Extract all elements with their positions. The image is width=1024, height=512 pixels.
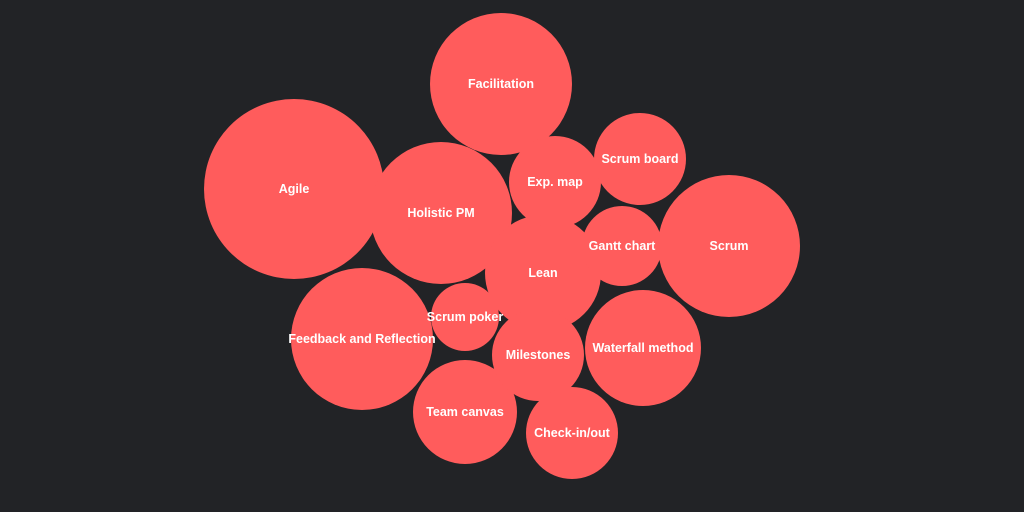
bubble-waterfall-method[interactable]: [585, 290, 701, 406]
bubble-lean[interactable]: [485, 215, 601, 331]
bubble-label-facilitation: Facilitation: [468, 77, 534, 91]
bubble-scrum-poker[interactable]: [431, 283, 499, 351]
bubble-label-feedback-reflection: Feedback and Reflection: [288, 332, 435, 346]
bubble-agile[interactable]: [204, 99, 384, 279]
bubble-check-in-out[interactable]: [526, 387, 618, 479]
bubble-label-agile: Agile: [279, 182, 310, 196]
bubble-team-canvas[interactable]: [413, 360, 517, 464]
bubble-milestones[interactable]: [492, 309, 584, 401]
bubble-label-waterfall-method: Waterfall method: [593, 341, 694, 355]
bubble-label-gantt-chart: Gantt chart: [589, 239, 657, 253]
bubble-gantt-chart[interactable]: [582, 206, 662, 286]
bubble-label-check-in-out: Check-in/out: [534, 426, 611, 440]
bubble-label-scrum-board: Scrum board: [601, 152, 678, 166]
bubble-exp-map[interactable]: [509, 136, 601, 228]
bubble-facilitation[interactable]: [430, 13, 572, 155]
bubble-label-exp-map: Exp. map: [527, 175, 583, 189]
bubble-scrum[interactable]: [658, 175, 800, 317]
bubble-feedback-reflection[interactable]: [291, 268, 433, 410]
bubble-label-lean: Lean: [528, 266, 557, 280]
bubble-label-team-canvas: Team canvas: [426, 405, 504, 419]
bubble-label-milestones: Milestones: [506, 348, 571, 362]
bubble-label-scrum: Scrum: [710, 239, 749, 253]
bubble-label-scrum-poker: Scrum poker: [427, 310, 504, 324]
bubble-label-holistic-pm: Holistic PM: [407, 206, 474, 220]
bubble-scrum-board[interactable]: [594, 113, 686, 205]
bubble-holistic-pm[interactable]: [370, 142, 512, 284]
